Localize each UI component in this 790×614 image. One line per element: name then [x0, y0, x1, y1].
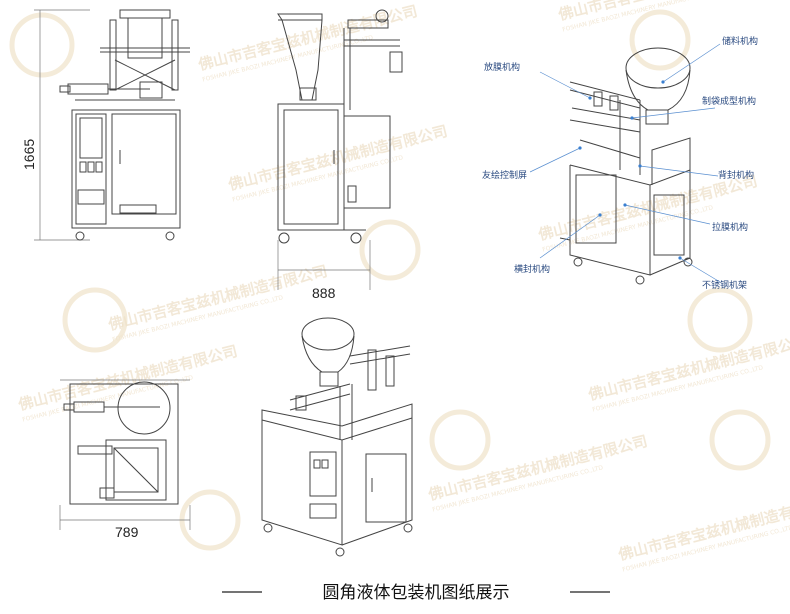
- front-view-drawing: 1665: [21, 9, 190, 241]
- callout-steel-frame: 不锈钢机架: [702, 279, 747, 291]
- caption: 圆角液体包装机图纸展示: [222, 583, 610, 603]
- logo-watermark-icon: [62, 287, 128, 353]
- watermark-text: 佛山市吉客宝兹机械制造有限公司: [536, 172, 760, 244]
- labeled-isometric-drawing: 储料机构 放膜机构 制袋成型机构 友绘控制屏 背封机构 拉膜机构 横封机构 不锈…: [482, 35, 758, 291]
- watermark-text: 佛山市吉客宝兹机械制造有限公司: [226, 122, 450, 194]
- logo-watermark-icon: [687, 287, 753, 353]
- top-view-drawing: 789: [59, 379, 191, 540]
- callout-back-seal: 背封机构: [718, 169, 754, 181]
- watermark-text: 佛山市吉客宝兹机械制造有限公司: [16, 342, 240, 414]
- callout-horizontal-seal: 横封机构: [514, 263, 550, 275]
- logo-watermark-icon: [429, 409, 491, 471]
- isometric-drawing: [261, 317, 413, 557]
- callout-touch-screen: 友绘控制屏: [482, 169, 527, 181]
- callout-film-pull: 拉膜机构: [712, 221, 748, 233]
- logo-watermark-icon: [709, 409, 771, 471]
- height-dimension: 1665: [21, 139, 37, 170]
- watermark-text: 佛山市吉客宝兹机械制造有限公司: [196, 2, 420, 74]
- callout-film-release: 放膜机构: [484, 61, 520, 73]
- callout-bag-forming: 制袋成型机构: [702, 95, 756, 107]
- width-dimension: 888: [312, 285, 336, 301]
- callout-storage: 储料机构: [722, 35, 758, 47]
- side-view-drawing: 888: [277, 9, 403, 301]
- caption-text: 圆角液体包装机图纸展示: [323, 583, 510, 603]
- logo-watermark-icon: [9, 12, 75, 78]
- watermark-text: 佛山市吉客宝兹机械制造有限公司: [106, 262, 330, 334]
- logo-watermark-icon: [179, 489, 241, 551]
- depth-dimension: 789: [115, 524, 139, 540]
- logo-watermark-icon: [629, 9, 691, 71]
- logo-watermark-icon: [359, 219, 421, 281]
